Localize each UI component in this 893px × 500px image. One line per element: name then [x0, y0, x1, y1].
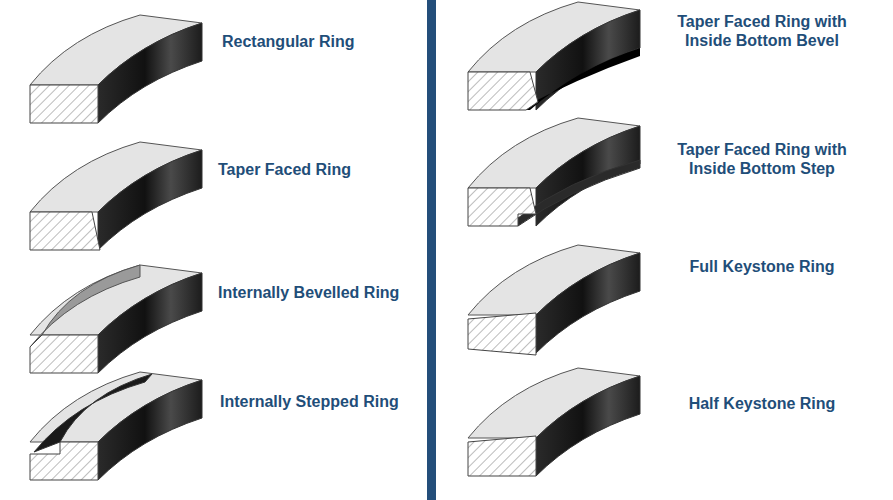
ring-label: Full Keystone Ring [657, 257, 867, 276]
taper-bevel-ring [468, 2, 640, 110]
ring-label: Internally Stepped Ring [220, 392, 425, 411]
ring-label: Internally Bevelled Ring [218, 283, 423, 302]
ring-label: Rectangular Ring [222, 32, 422, 51]
internally-bevelled-ring [30, 265, 202, 373]
ring-label: Taper Faced Ring with Inside Bottom Beve… [657, 12, 867, 50]
full-keystone-ring [468, 245, 640, 355]
divider-bar [427, 0, 436, 500]
taper-step-ring [468, 118, 640, 226]
ring-label: Taper Faced Ring [218, 160, 423, 179]
internally-stepped-ring [30, 372, 202, 480]
ring-label: Half Keystone Ring [657, 394, 867, 413]
rectangular-ring [30, 15, 202, 123]
half-keystone-ring [468, 368, 640, 476]
taper-faced-ring [30, 142, 202, 250]
ring-label: Taper Faced Ring with Inside Bottom Step [657, 140, 867, 178]
